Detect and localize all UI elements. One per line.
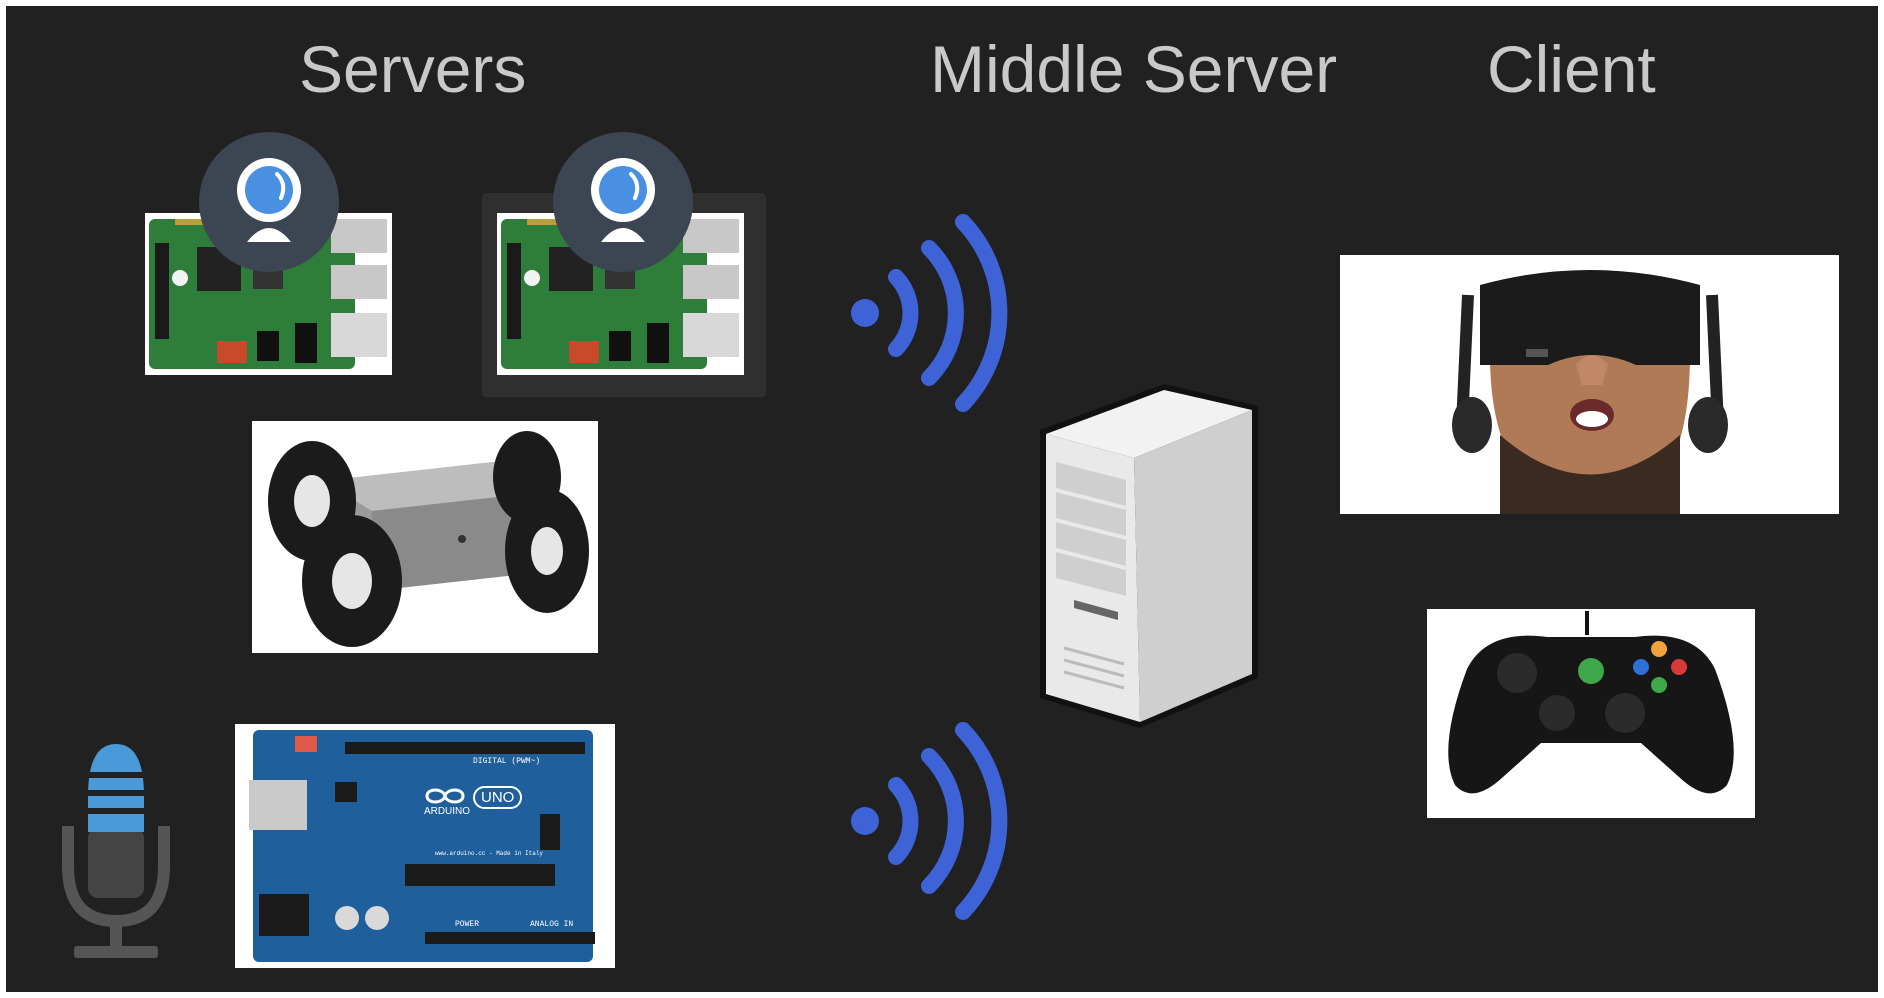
arduino-power-header-label: POWER — [455, 920, 480, 929]
arduino-logo-text: ARDUINO — [423, 806, 471, 817]
client-heading: Client — [1487, 32, 1656, 106]
wifi-signal-icon — [841, 722, 1011, 920]
arduino-infinity-logo — [425, 788, 465, 804]
middle-server-heading: Middle Server — [930, 32, 1338, 106]
arduino-model-text: UNO — [473, 786, 523, 809]
arduino-analog-header-label: ANALOG IN — [530, 920, 574, 929]
webcam-icon — [551, 130, 695, 274]
game-controller-photo — [1427, 609, 1755, 818]
robot-rover-chassis — [252, 421, 598, 653]
servers-heading: Servers — [299, 32, 527, 106]
arduino-digital-header-label: DIGITAL (PWM~) — [473, 757, 541, 766]
microphone-icon — [56, 736, 176, 968]
wifi-signal-icon — [841, 214, 1011, 412]
vr-headset-photo — [1340, 255, 1839, 514]
server-tower-icon — [1034, 378, 1268, 732]
diagram-canvas: Servers Middle Server Client — [6, 6, 1878, 992]
arduino-uno-board: ARDUINO UNO DIGITAL (PWM~) POWER ANALOG … — [235, 724, 615, 968]
arduino-footer-text: www.arduino.cc - Made in Italy — [435, 850, 544, 857]
webcam-icon — [197, 130, 341, 274]
